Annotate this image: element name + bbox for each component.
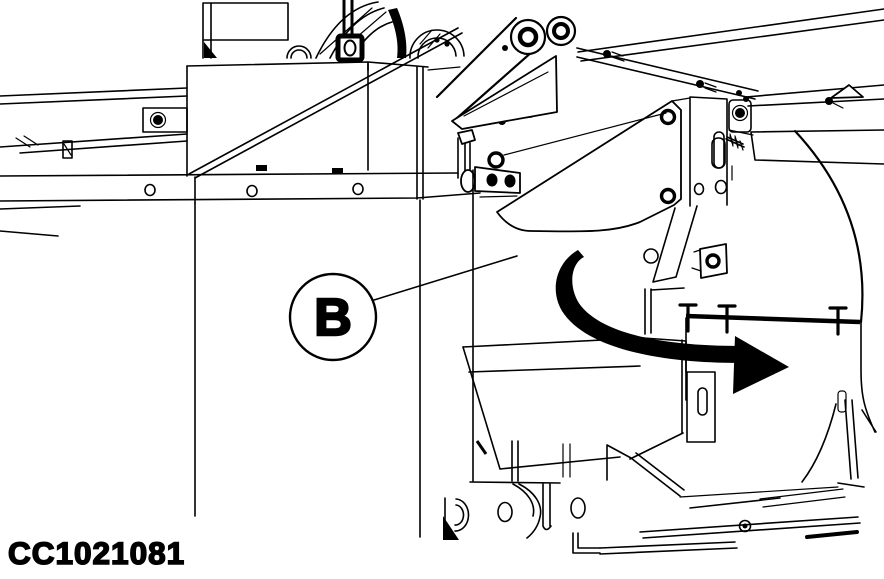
band-end-latch xyxy=(457,129,521,198)
callout-b: B xyxy=(288,255,518,362)
callout-leader-line xyxy=(373,255,518,301)
body-and-rear-door xyxy=(629,129,877,508)
side-plate xyxy=(487,97,691,233)
callout-b-label: B xyxy=(314,289,352,347)
frame-rails-left xyxy=(0,87,188,159)
rotation-arrow xyxy=(555,250,789,394)
arrow-head xyxy=(733,336,789,394)
lift-arm xyxy=(435,15,577,130)
mount-column xyxy=(643,96,744,335)
door-bolts xyxy=(678,303,848,336)
panel-b xyxy=(0,169,474,538)
mast-and-pulleys xyxy=(202,0,465,63)
lower-details xyxy=(443,440,861,555)
callout-b-circle xyxy=(288,272,378,362)
frame-tubes-right xyxy=(576,8,884,181)
figure-id: CC1021081 xyxy=(8,535,185,571)
panel-top-band xyxy=(0,129,521,210)
